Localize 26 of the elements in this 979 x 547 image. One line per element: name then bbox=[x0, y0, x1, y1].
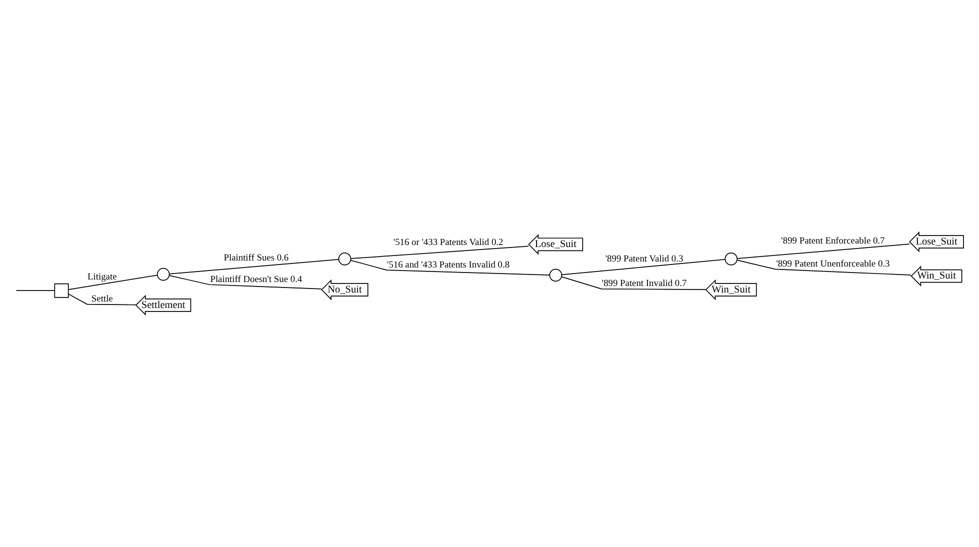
edge-label: '516 and '433 Patents Invalid 0.8 bbox=[387, 260, 510, 270]
edge-label: Settle bbox=[91, 294, 113, 305]
node-circle bbox=[156, 268, 170, 281]
edge-label: Plaintiff Doesn't Sue 0.4 bbox=[210, 274, 302, 285]
node-circle bbox=[338, 252, 352, 266]
edge-label: '899 Patent Enforceable 0.7 bbox=[781, 236, 885, 246]
connector bbox=[16, 290, 55, 292]
edge-label: '516 or '433 Patents Valid 0.2 bbox=[393, 238, 504, 248]
connector bbox=[736, 244, 910, 259]
connector bbox=[561, 276, 706, 290]
connector bbox=[68, 274, 158, 290]
connector bbox=[350, 246, 530, 260]
edge-label: '899 Patent Invalid 0.7 bbox=[602, 279, 687, 290]
connector bbox=[736, 260, 912, 276]
connector bbox=[562, 259, 726, 276]
edge-label: '899 Patent Valid 0.3 bbox=[605, 254, 684, 264]
node-circle bbox=[724, 252, 738, 266]
connector bbox=[168, 258, 340, 274]
node-circle bbox=[549, 268, 562, 282]
node-box bbox=[54, 283, 69, 298]
edge-label: Litigate bbox=[88, 272, 117, 282]
connector bbox=[68, 294, 136, 306]
connector bbox=[168, 275, 322, 290]
edge-label: Plaintiff Sues 0.6 bbox=[224, 253, 289, 264]
edge-label: '899 Patent Unenforceable 0.3 bbox=[776, 259, 890, 270]
connector bbox=[350, 260, 550, 276]
